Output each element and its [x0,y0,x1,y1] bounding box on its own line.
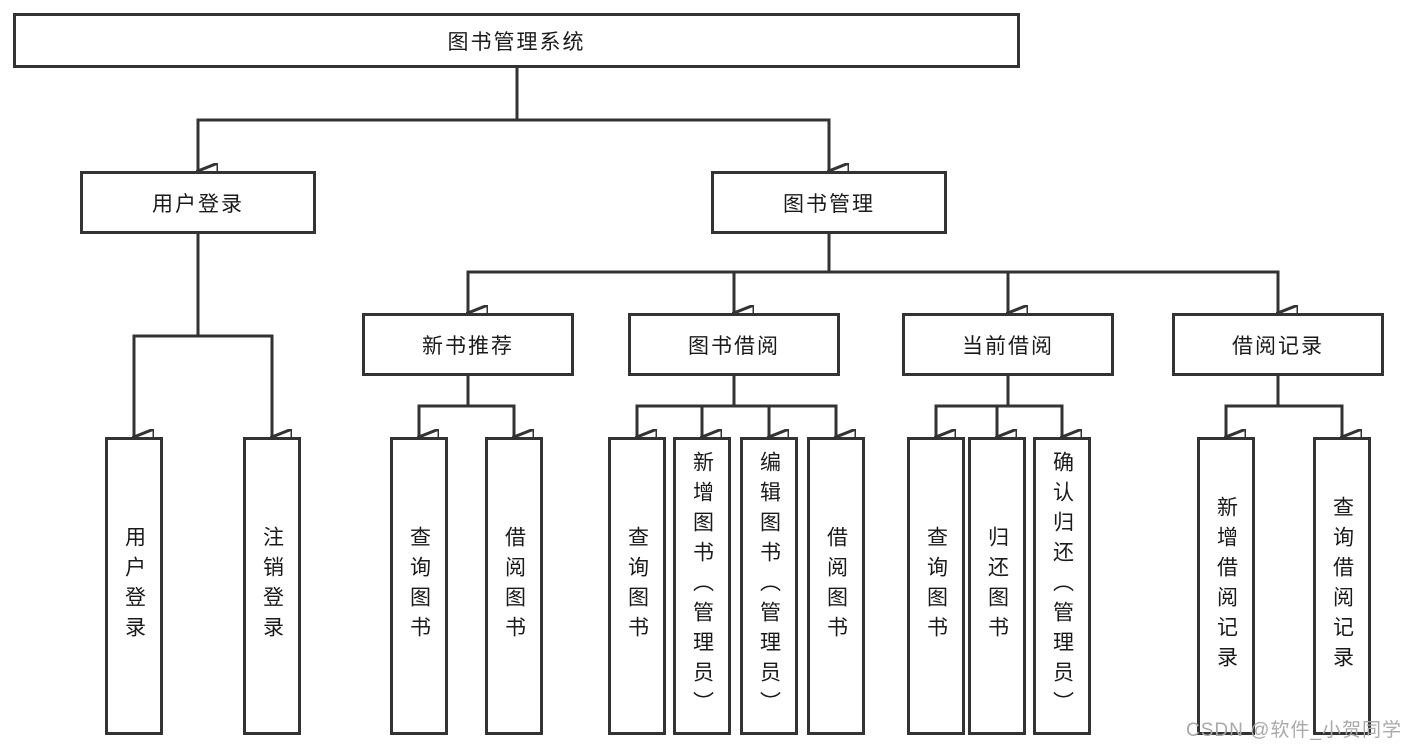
node-book-borrow: 图书借阅 [628,313,840,376]
node-root: 图书管理系统 [13,13,1020,68]
leaf-logout: 注销登录 [243,437,301,735]
leaf-confirm-return-admin: 确认归还（管理员） [1033,437,1091,735]
leaf-query-books-borrow: 查询图书 [608,437,666,735]
leaf-user-login: 用户登录 [105,437,163,735]
leaf-return-book: 归还图书 [968,437,1026,735]
leaf-borrow-books-recommend: 借阅图书 [485,437,543,735]
csdn-watermark: CSDN @软件_小贺同学 [1186,720,1402,741]
node-book-management: 图书管理 [711,171,947,234]
leaf-borrow-books: 借阅图书 [807,437,865,735]
leaf-query-borrow-record: 查询借阅记录 [1313,437,1371,735]
leaf-edit-book-admin: 编辑图书（管理员） [740,437,798,735]
node-borrow-records: 借阅记录 [1172,313,1384,376]
leaf-query-books-current: 查询图书 [907,437,965,735]
leaf-add-book-admin: 新增图书（管理员） [673,437,731,735]
leaf-query-books-recommend: 查询图书 [390,437,448,735]
node-current-borrow: 当前借阅 [902,313,1114,376]
node-user-login: 用户登录 [80,171,316,234]
node-new-book-recommend: 新书推荐 [362,313,574,376]
branch-lines [132,67,1344,408]
leaf-add-borrow-record: 新增借阅记录 [1197,437,1255,735]
